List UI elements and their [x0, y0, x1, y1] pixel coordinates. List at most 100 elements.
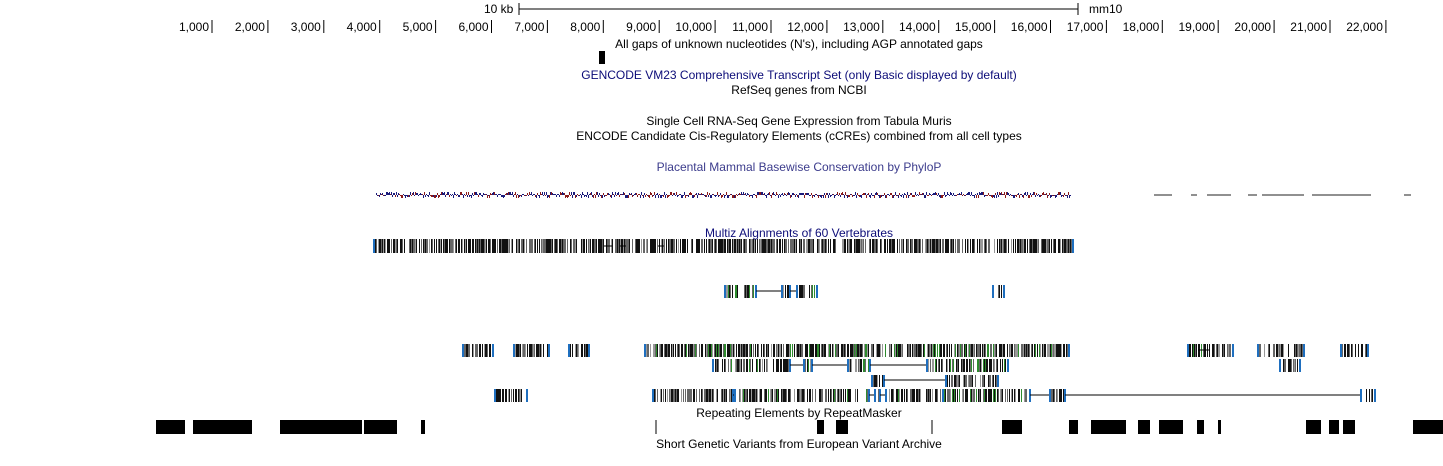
multiz-block-base: [772, 239, 773, 253]
multiz-block-base: [542, 239, 543, 253]
phylop-signal: [636, 193, 637, 195]
aln-row-2-base: [899, 344, 900, 357]
aln-row-2-edge: [1232, 344, 1234, 357]
aln-row-5-base: [688, 389, 689, 402]
phylop-signal: [1058, 192, 1059, 195]
phylop-signal: [487, 195, 488, 198]
multiz-block-base: [803, 239, 804, 253]
ruler-tick-label: 8,000: [570, 20, 601, 34]
aln-row-2-base: [776, 344, 777, 357]
multiz-block-base: [1005, 239, 1006, 253]
aln-row-2-base: [928, 344, 929, 357]
track-title-repeatmasker[interactable]: Repeating Elements by RepeatMasker: [696, 406, 902, 420]
phylop-signal: [637, 195, 638, 197]
aln-row-3-base: [767, 359, 768, 372]
ruler-tick-label: 7,000: [514, 20, 545, 34]
multiz-block-base: [953, 239, 954, 253]
aln-row-5-base: [746, 389, 747, 402]
multiz-block-base: [530, 239, 531, 253]
multiz-block-base: [812, 239, 813, 253]
aln-row-2-base: [742, 344, 743, 357]
aln-row-2-base: [969, 344, 970, 357]
phylop-signal: [814, 195, 815, 197]
track-title-eva[interactable]: Short Genetic Variants from European Var…: [656, 437, 942, 451]
phylop-signal: [418, 195, 419, 196]
phylop-signal: [747, 193, 748, 195]
phylop-signal: [484, 194, 485, 195]
phylop-signal: [501, 195, 502, 197]
aln-row-5-base: [677, 389, 678, 402]
phylop-signal: [711, 195, 712, 198]
aln-row-5-base: [989, 389, 990, 402]
aln-row-3-base: [987, 359, 988, 372]
phylop-signal: [547, 195, 548, 198]
aln-row-2-base: [807, 344, 808, 357]
phylop-signal: [659, 194, 660, 195]
phylop-signal: [820, 195, 821, 197]
phylop-signal: [824, 193, 825, 195]
aln-row-2-base: [1017, 344, 1018, 357]
aln-row-2-base: [988, 344, 989, 357]
aln-row-5-base: [671, 389, 672, 402]
aln-row-5-base: [760, 389, 761, 402]
aln-row-2-base: [750, 344, 751, 357]
aln-row-2-base: [519, 344, 520, 357]
aln-row-5-base: [926, 389, 927, 402]
aln-row-5-base: [936, 389, 937, 402]
phylop-signal: [943, 195, 944, 196]
track-title-tabula-muris[interactable]: Single Cell RNA-Seq Gene Expression from…: [646, 114, 952, 128]
multiz-block-base: [945, 239, 946, 253]
aln-row-2-base: [1195, 344, 1196, 357]
phylop-signal: [657, 193, 658, 195]
multiz-block-base: [378, 239, 379, 253]
aln-row-5-base: [496, 389, 497, 402]
phylop-signal: [564, 193, 565, 195]
phylop-signal: [591, 192, 592, 195]
multiz-block-base: [819, 239, 820, 253]
phylop-signal: [570, 195, 571, 196]
track-title-gap[interactable]: All gaps of unknown nucleotides (N's), i…: [615, 37, 983, 51]
track-title-gencode[interactable]: GENCODE VM23 Comprehensive Transcript Se…: [581, 68, 1017, 82]
phylop-signal: [666, 194, 667, 195]
aln-row-2-base: [576, 344, 577, 357]
phylop-signal: [1035, 195, 1036, 197]
aln-row-3-base: [749, 359, 750, 372]
aln-row-2-base: [868, 344, 869, 357]
phylop-signal: [895, 192, 896, 195]
track-title-encode-ccres[interactable]: ENCODE Candidate Cis-Regulatory Elements…: [576, 129, 1022, 143]
multiz-block-base: [601, 239, 602, 253]
aln-row-2-base: [476, 344, 477, 357]
phylop-signal: [414, 195, 415, 196]
multiz-block-base: [780, 239, 781, 253]
multiz-block-base: [637, 239, 638, 253]
aln-row-2-base: [812, 344, 813, 357]
multiz-block-base: [769, 239, 770, 253]
aln-row-2-base: [947, 344, 948, 357]
multiz-block-base: [1013, 239, 1014, 253]
multiz-block-base: [476, 239, 477, 253]
phylop-signal: [651, 193, 652, 195]
track-title-multiz[interactable]: Multiz Alignments of 60 Vertebrates: [704, 226, 894, 240]
track-title-phylop[interactable]: Placental Mammal Basewise Conservation b…: [656, 160, 942, 174]
track-title-refseq[interactable]: RefSeq genes from NCBI: [731, 83, 867, 97]
phylop-signal: [885, 195, 886, 198]
multiz-block-base: [899, 239, 900, 253]
multiz-block-base: [736, 239, 737, 253]
aln-row-2-base: [809, 344, 810, 357]
aln-row-2-base: [864, 344, 865, 357]
aln-row-2-base: [1040, 344, 1041, 357]
aln-row-5-base: [929, 389, 930, 402]
aln-row-2-base: [783, 344, 784, 357]
phylop-signal: [676, 192, 677, 195]
aln-row-2-base: [536, 344, 537, 357]
aln-row-3-base: [994, 359, 995, 372]
phylop-signal: [989, 195, 990, 196]
aln-row-5-base: [825, 389, 826, 402]
multiz-block-edge: [1072, 239, 1074, 253]
aln-row-5-base: [985, 389, 986, 402]
aln-row-3-base: [731, 359, 732, 372]
phylop-signal: [549, 195, 550, 198]
aln-row-1-base: [803, 285, 804, 298]
phylop-signal: [556, 195, 557, 197]
